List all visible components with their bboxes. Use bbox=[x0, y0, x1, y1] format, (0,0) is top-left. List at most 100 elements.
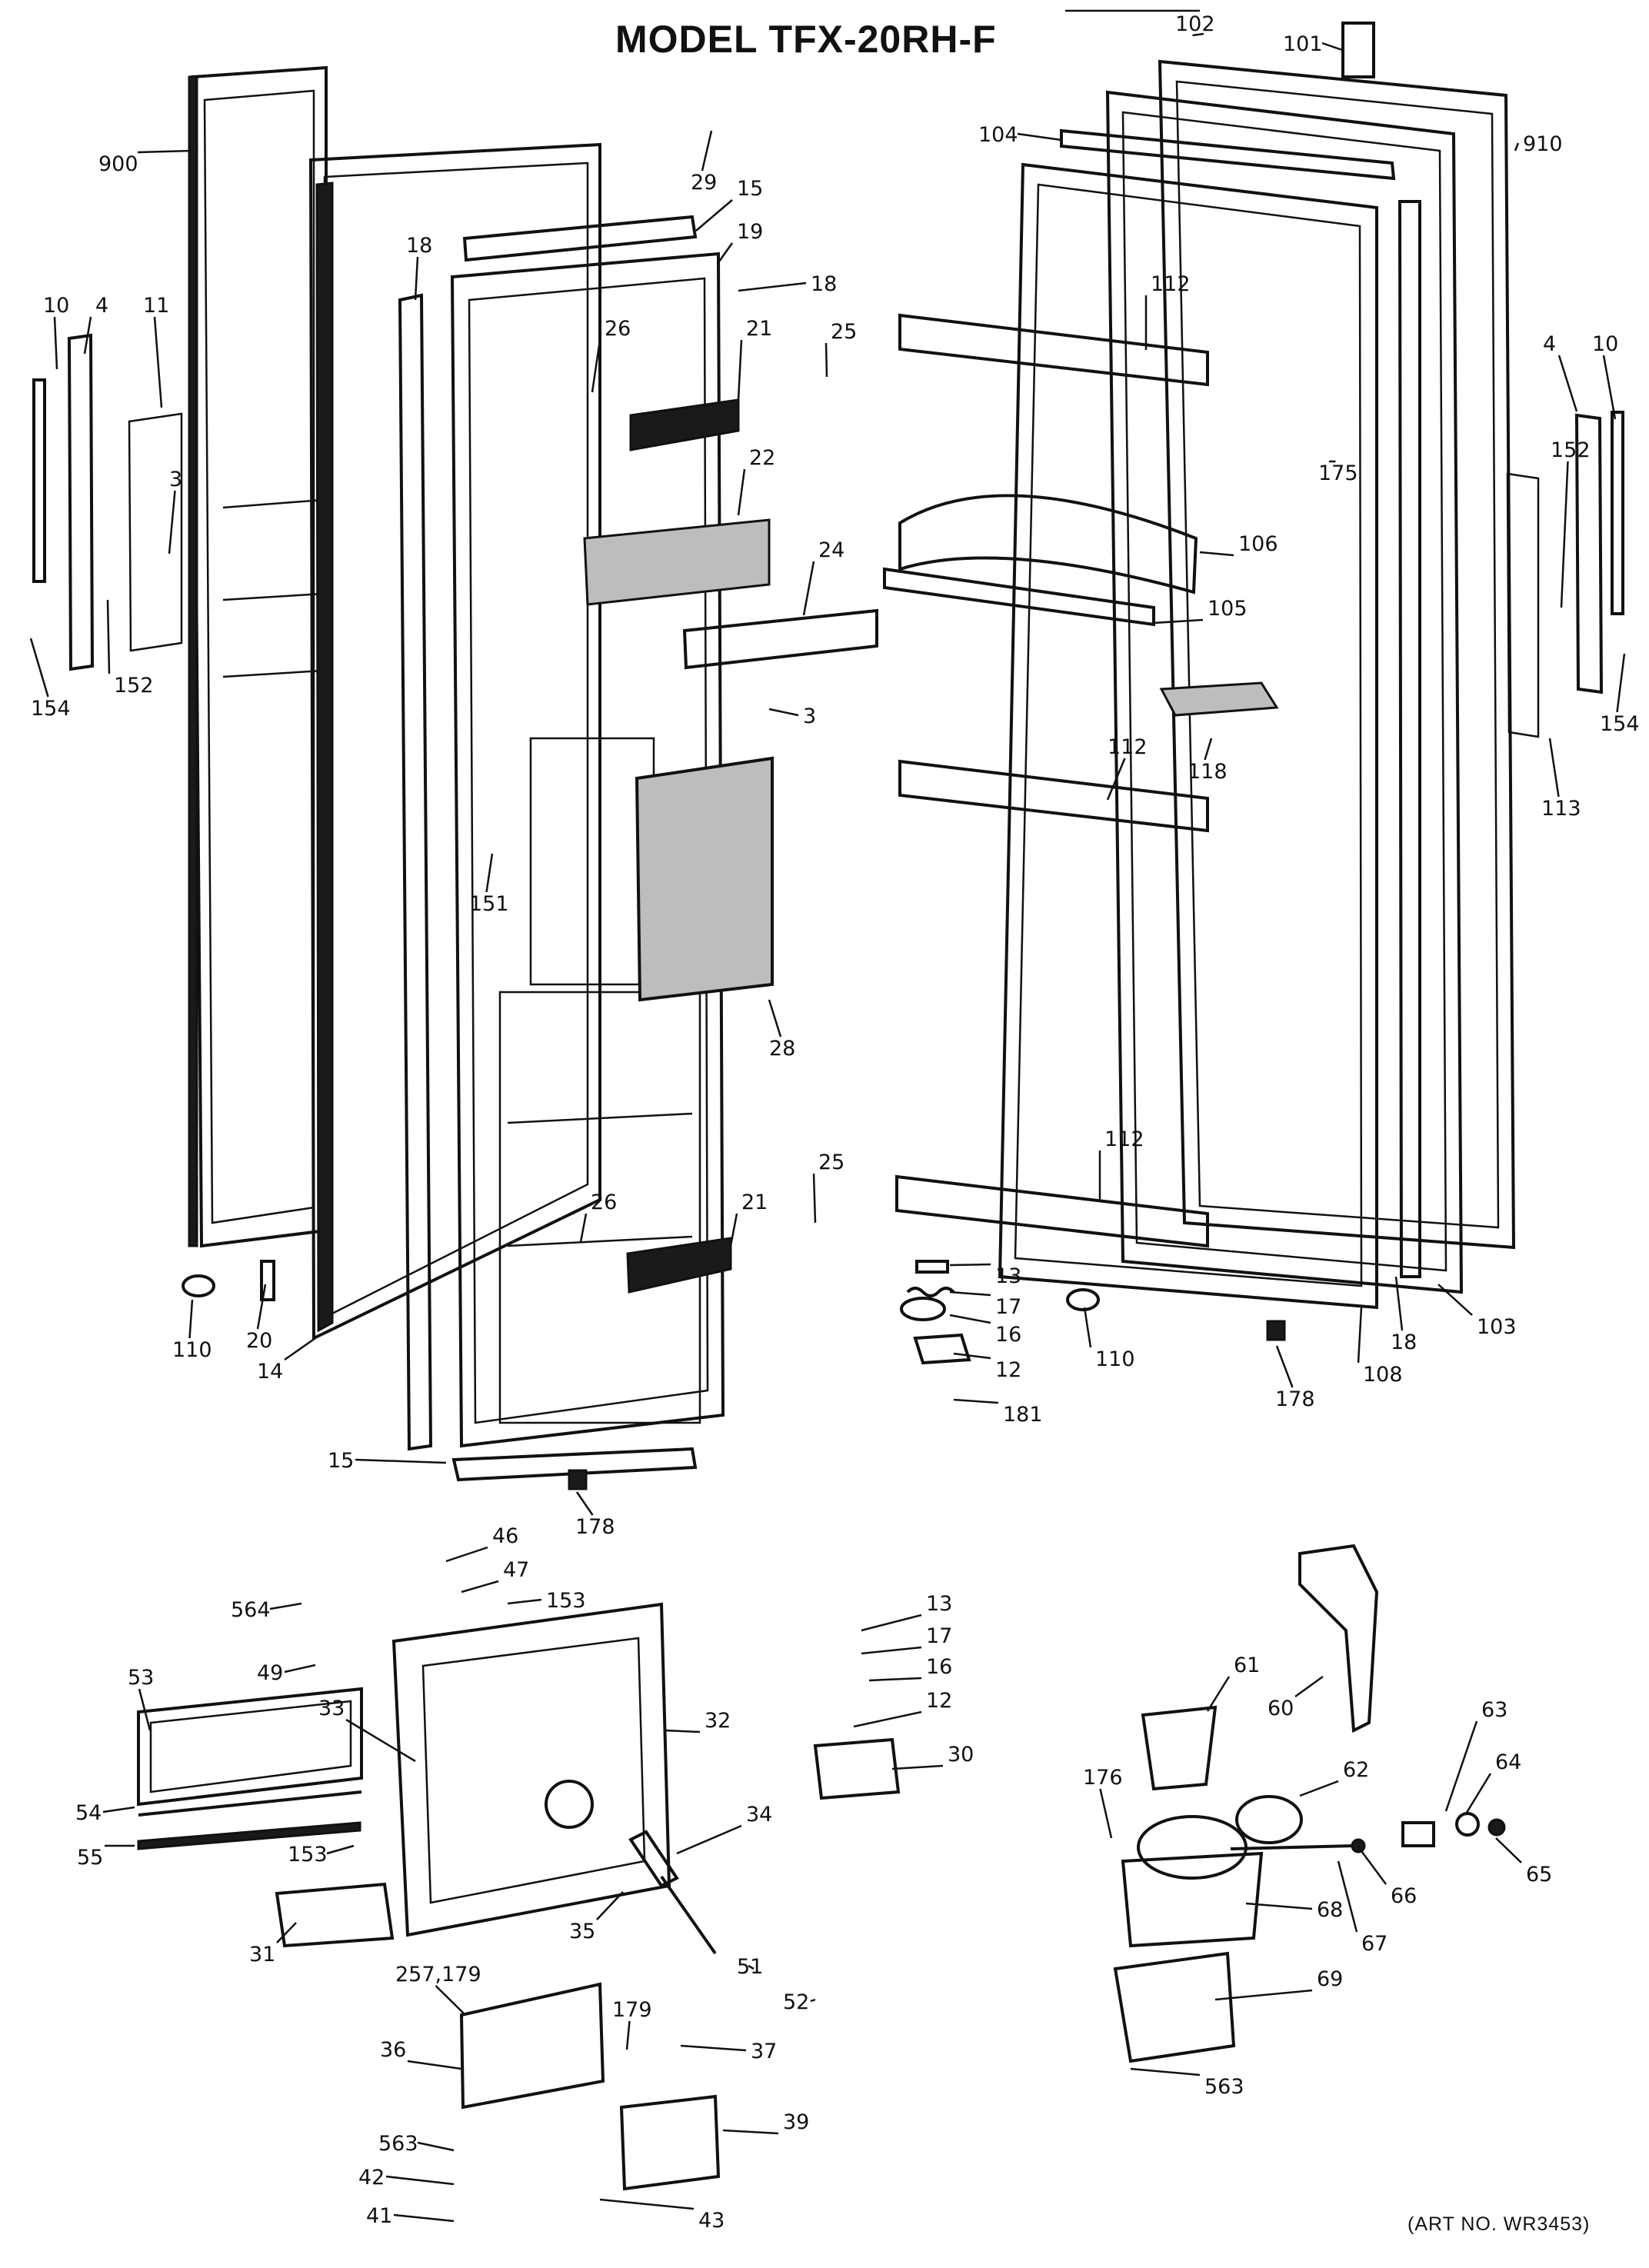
side-gasket-18 bbox=[398, 293, 433, 1451]
leader-c3a bbox=[168, 490, 176, 555]
leader-c16a bbox=[949, 1314, 991, 1324]
bracket-4-and-hinge-10-right bbox=[1506, 411, 1624, 738]
callout-11: 11 bbox=[143, 294, 169, 318]
callout-15: 15 bbox=[737, 177, 763, 201]
leader-c53 bbox=[138, 1688, 152, 1731]
callout-14: 14 bbox=[257, 1360, 283, 1384]
callout-176: 176 bbox=[1083, 1766, 1123, 1790]
leader-c153b bbox=[326, 1844, 355, 1855]
chute-61 bbox=[1141, 1705, 1218, 1791]
leader-c43 bbox=[599, 2198, 695, 2210]
callout-175: 175 bbox=[1318, 461, 1358, 485]
callout-4: 4 bbox=[95, 294, 108, 318]
callout-257-179: 257,179 bbox=[395, 1963, 481, 1987]
callout-19: 19 bbox=[737, 220, 763, 244]
callout-152: 152 bbox=[114, 674, 154, 698]
leader-c20 bbox=[256, 1284, 267, 1330]
leader-c32 bbox=[665, 1729, 701, 1733]
leader-c564 bbox=[269, 1602, 302, 1610]
leader-c113 bbox=[1548, 738, 1560, 798]
leader-c563a bbox=[1130, 2067, 1201, 2077]
door-liner-19 bbox=[450, 251, 725, 1448]
leader-c151 bbox=[485, 853, 494, 893]
callout-46: 46 bbox=[492, 1524, 518, 1548]
leader-c37 bbox=[680, 2044, 747, 2052]
callout-18: 18 bbox=[406, 234, 432, 258]
callout-26: 26 bbox=[605, 317, 631, 341]
callout-3: 3 bbox=[169, 468, 182, 491]
leader-c62 bbox=[1299, 1780, 1339, 1797]
leader-c39 bbox=[722, 2129, 779, 2135]
leader-c176 bbox=[1099, 1788, 1113, 1839]
callout-153: 153 bbox=[288, 1843, 328, 1867]
callout-112: 112 bbox=[1108, 735, 1148, 759]
art-number: (ART NO. WR3453) bbox=[1407, 2213, 1591, 2235]
leader-c30 bbox=[891, 1764, 944, 1770]
leader-c28 bbox=[768, 999, 782, 1037]
leader-c29 bbox=[701, 130, 713, 172]
leader-c25a bbox=[824, 342, 828, 378]
leader-c154b bbox=[1616, 653, 1626, 713]
callout-49: 49 bbox=[257, 1661, 283, 1685]
leader-c60 bbox=[1294, 1675, 1324, 1698]
leader-c154a bbox=[29, 638, 49, 698]
leader-c22 bbox=[737, 468, 746, 516]
leader-c66 bbox=[1356, 1845, 1387, 1885]
callout-32: 32 bbox=[705, 1709, 731, 1733]
bracket-36-and-box-39 bbox=[459, 1982, 721, 2191]
callout-18: 18 bbox=[811, 272, 837, 296]
door-gasket-103 bbox=[1105, 90, 1464, 1294]
leader-c18c bbox=[1394, 1276, 1404, 1331]
leader-c102 bbox=[1192, 32, 1204, 37]
callout-69: 69 bbox=[1317, 1967, 1343, 1991]
callout-25: 25 bbox=[818, 1151, 844, 1174]
leader-c17a bbox=[949, 1291, 991, 1297]
housing-68-69 bbox=[1113, 1815, 1264, 2063]
callout-152: 152 bbox=[1551, 438, 1591, 462]
freezer-outer-door-900 bbox=[188, 65, 328, 1248]
leader-c910 bbox=[1514, 142, 1520, 152]
leader-c13a bbox=[949, 1263, 991, 1267]
leader-c24 bbox=[802, 561, 815, 616]
callout-28: 28 bbox=[769, 1037, 795, 1061]
callout-25: 25 bbox=[831, 320, 857, 344]
callout-910: 910 bbox=[1523, 132, 1563, 156]
leader-c13b bbox=[861, 1614, 922, 1632]
callout-65: 65 bbox=[1526, 1863, 1552, 1887]
callout-12: 12 bbox=[926, 1689, 952, 1713]
bracket-4-and-hinge-10-left bbox=[32, 333, 183, 671]
leader-c12a bbox=[953, 1352, 991, 1360]
leader-c3b bbox=[768, 708, 799, 717]
leader-c15a bbox=[695, 199, 733, 231]
callout-13: 13 bbox=[995, 1264, 1021, 1288]
callout-178: 178 bbox=[1275, 1387, 1315, 1411]
callout-61: 61 bbox=[1234, 1654, 1260, 1677]
callout-101: 101 bbox=[1283, 32, 1323, 56]
leader-c31 bbox=[276, 1922, 297, 1943]
callout-16: 16 bbox=[926, 1655, 952, 1679]
leader-c178a bbox=[1275, 1345, 1294, 1388]
door-gasket-14 bbox=[308, 142, 601, 1341]
leader-lines bbox=[29, 32, 1626, 2223]
leader-c54 bbox=[102, 1806, 135, 1813]
leader-c42 bbox=[385, 2175, 455, 2186]
callout-181: 181 bbox=[1003, 1403, 1043, 1427]
callout-22: 22 bbox=[749, 446, 775, 470]
leader-c18b bbox=[414, 256, 419, 301]
leader-c112b bbox=[1106, 758, 1126, 801]
callout-564: 564 bbox=[231, 1598, 271, 1622]
leader-c110a bbox=[188, 1299, 194, 1339]
callout-17: 17 bbox=[995, 1295, 1021, 1319]
leader-c110b bbox=[1083, 1307, 1092, 1348]
leader-c21b bbox=[729, 1213, 738, 1247]
top-strip-104 bbox=[1060, 128, 1396, 181]
leader-c152b bbox=[106, 599, 111, 674]
callout-900: 900 bbox=[98, 152, 138, 176]
callout-52: 52 bbox=[783, 1990, 809, 2014]
callout-54: 54 bbox=[75, 1801, 102, 1825]
leader-c4b bbox=[1557, 355, 1578, 412]
callout-41: 41 bbox=[366, 2204, 392, 2228]
callout-104: 104 bbox=[978, 123, 1018, 147]
